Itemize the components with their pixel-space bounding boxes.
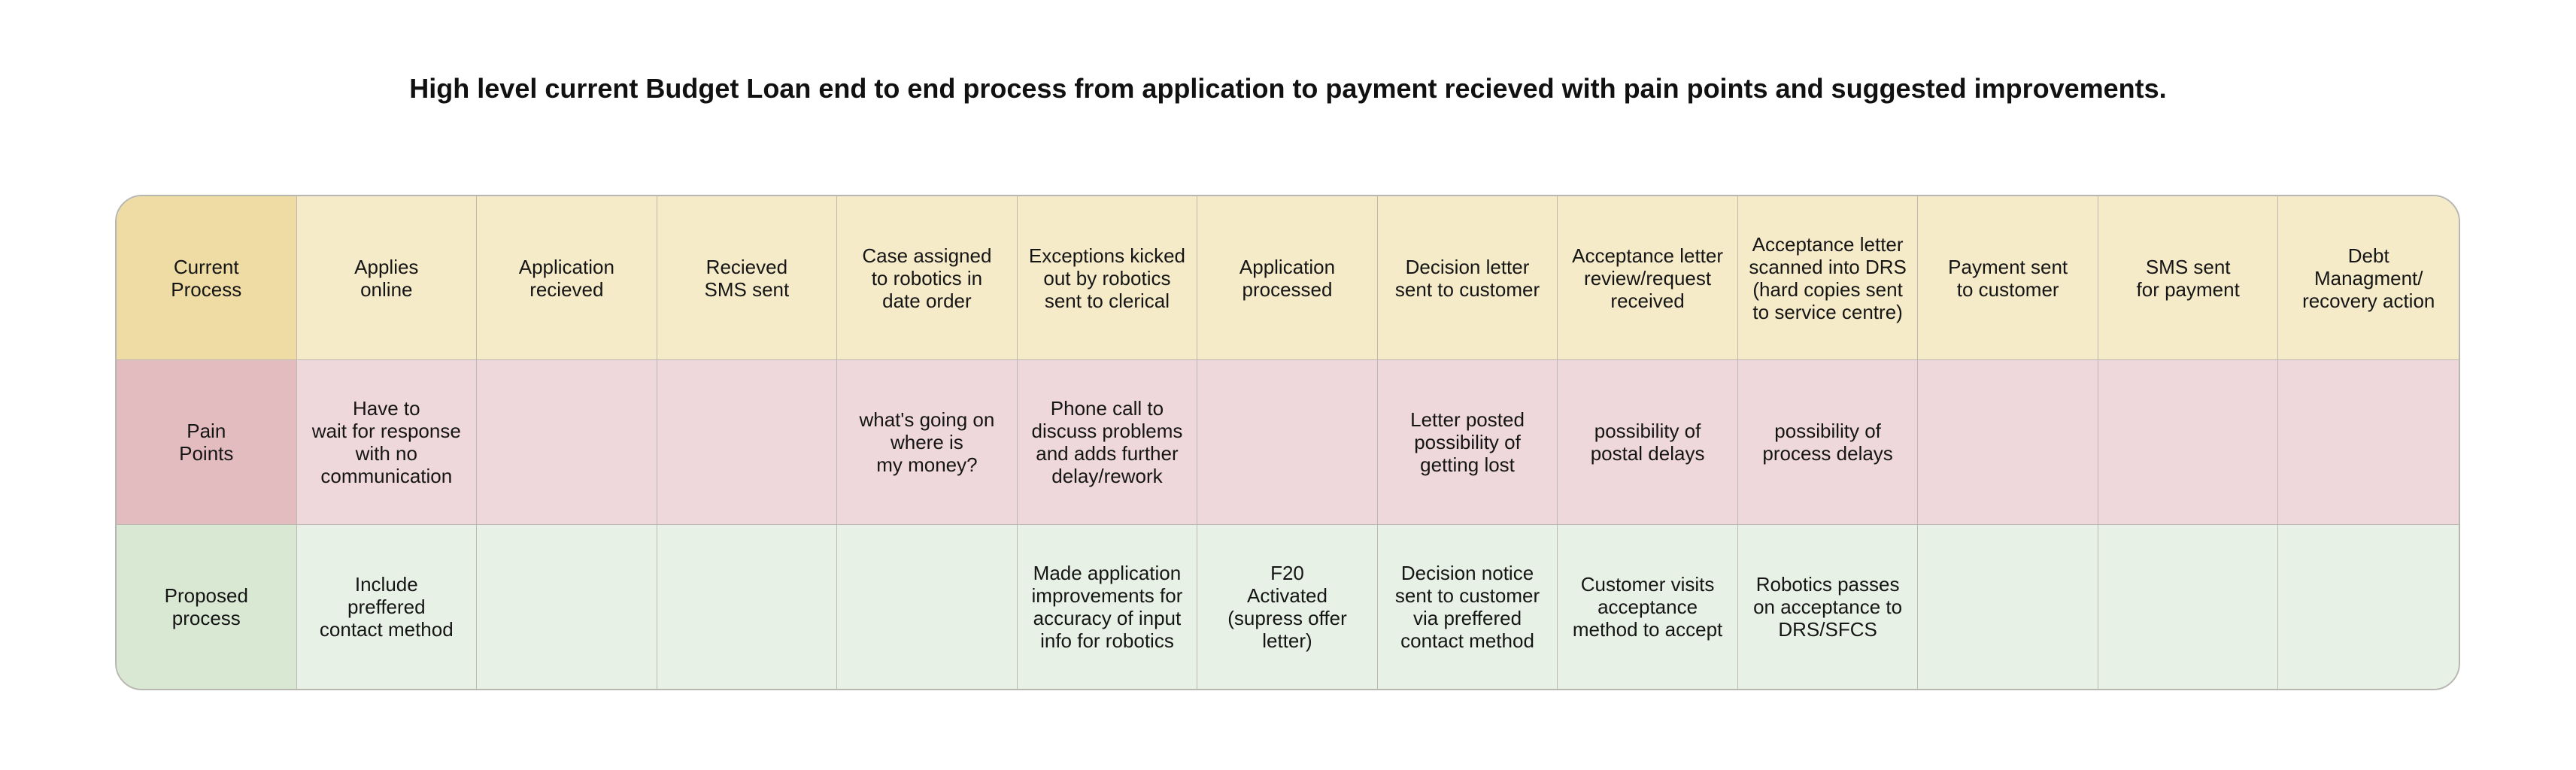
proposed-step-3 bbox=[657, 524, 838, 689]
current-step-5: Exceptions kicked out by robotics sent t… bbox=[1017, 196, 1198, 361]
pain-point-12 bbox=[2278, 360, 2459, 525]
page-title: High level current Budget Loan end to en… bbox=[409, 73, 2167, 104]
current-step-1: Applies online bbox=[296, 196, 478, 361]
pain-point-6 bbox=[1197, 360, 1378, 525]
proposed-step-8: Customer visits acceptance method to acc… bbox=[1558, 524, 1738, 689]
proposed-step-2 bbox=[477, 524, 657, 689]
proposed-step-5: Made application improvements for accura… bbox=[1017, 524, 1198, 689]
current-step-7: Decision letter sent to customer bbox=[1377, 196, 1558, 361]
current-step-6: Application processed bbox=[1197, 196, 1378, 361]
proposed-step-7: Decision notice sent to customer via pre… bbox=[1377, 524, 1558, 689]
current-step-10: Payment sent to customer bbox=[1918, 196, 2098, 361]
pain-point-1: Have to wait for response with no commun… bbox=[296, 360, 478, 525]
row-header-current-process: Current Process bbox=[117, 196, 297, 361]
proposed-step-6: F20 Activated (supress offer letter) bbox=[1197, 524, 1378, 689]
proposed-step-12 bbox=[2278, 524, 2459, 689]
pain-point-11 bbox=[2098, 360, 2279, 525]
current-step-2: Application recieved bbox=[477, 196, 657, 361]
current-step-12: Debt Managment/ recovery action bbox=[2278, 196, 2459, 361]
pain-point-2 bbox=[477, 360, 657, 525]
proposed-step-4 bbox=[837, 524, 1018, 689]
pain-point-9: possibility of process delays bbox=[1737, 360, 1919, 525]
pain-point-10 bbox=[1918, 360, 2098, 525]
proposed-step-10 bbox=[1918, 524, 2098, 689]
pain-point-7: Letter posted possibility of getting los… bbox=[1377, 360, 1558, 525]
current-step-3: Recieved SMS sent bbox=[657, 196, 838, 361]
pain-point-4: what's going on where is my money? bbox=[837, 360, 1018, 525]
pain-point-3 bbox=[657, 360, 838, 525]
proposed-step-11 bbox=[2098, 524, 2279, 689]
current-step-4: Case assigned to robotics in date order bbox=[837, 196, 1018, 361]
proposed-step-1: Include preffered contact method bbox=[296, 524, 478, 689]
current-step-11: SMS sent for payment bbox=[2098, 196, 2279, 361]
pain-point-5: Phone call to discuss problems and adds … bbox=[1017, 360, 1198, 525]
row-header-proposed-process: Proposed process bbox=[117, 524, 297, 689]
process-table: Current Process Applies online Applicati… bbox=[115, 195, 2460, 690]
pain-point-8: possibility of postal delays bbox=[1558, 360, 1738, 525]
process-grid: Current Process Applies online Applicati… bbox=[117, 196, 2459, 689]
current-step-8: Acceptance letter review/request receive… bbox=[1558, 196, 1738, 361]
row-header-pain-points: Pain Points bbox=[117, 360, 297, 525]
proposed-step-9: Robotics passes on acceptance to DRS/SFC… bbox=[1737, 524, 1919, 689]
current-step-9: Acceptance letter scanned into DRS (hard… bbox=[1737, 196, 1919, 361]
